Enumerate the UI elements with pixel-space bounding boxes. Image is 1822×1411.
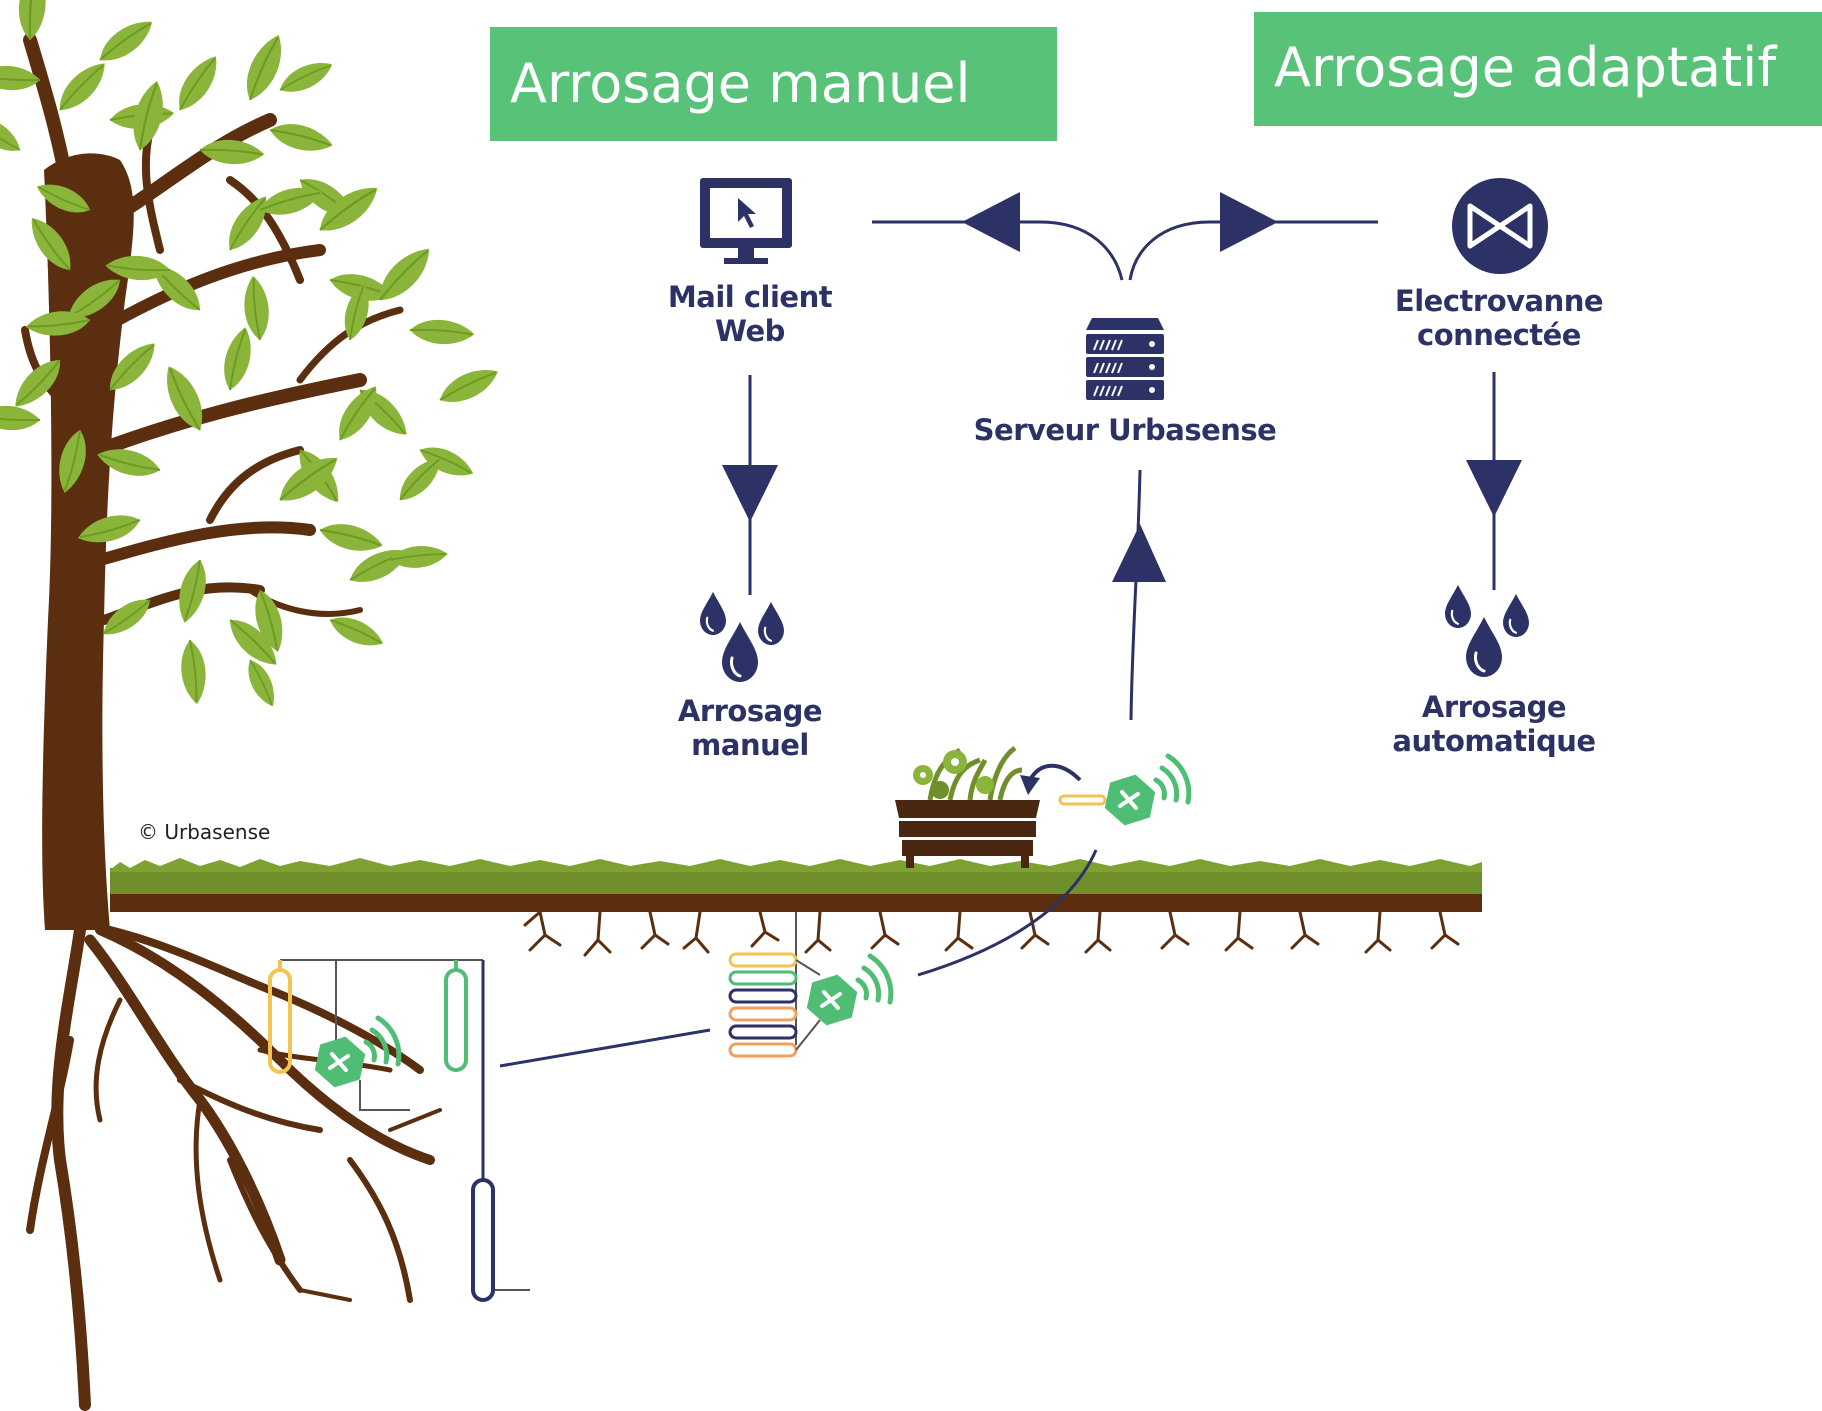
label-mail-client-line1: Mail client [667, 280, 833, 314]
label-auto-watering-line1: Arrosage [1421, 690, 1567, 724]
ground [110, 858, 1482, 912]
arrowhead-left [962, 192, 1020, 252]
label-valve-line1: Electrovanne [1394, 284, 1604, 318]
label-mail-client: Mail client Web [640, 280, 860, 348]
label-mail-client-line2: Web [715, 314, 785, 348]
banner-arrosage-adaptatif: Arrosage adaptatif [1254, 12, 1822, 126]
planter-icon [895, 745, 1082, 868]
label-auto-watering-line2: automatique [1392, 724, 1596, 758]
label-manual-watering-line1: Arrosage [677, 694, 823, 728]
server-icon [1086, 318, 1164, 400]
copyright-notice: © Urbasense [138, 820, 271, 844]
label-manual-watering-line2: manuel [691, 728, 809, 762]
label-valve: Electrovanne connectée [1374, 284, 1624, 352]
tree-roots [26, 924, 442, 1411]
wireless-sensor-icon-planter [1058, 756, 1189, 830]
wireless-sensor-icon-ground [804, 956, 891, 1030]
arrowhead-down-right [1466, 460, 1522, 517]
water-drops-icon-auto [1443, 583, 1531, 679]
valve-icon [1452, 178, 1548, 274]
arrowhead-up-center [1112, 524, 1166, 582]
arrow-heads [722, 192, 1522, 582]
label-manual-watering: Arrosage manuel [640, 694, 860, 762]
label-server-text: Serveur Urbasense [973, 413, 1277, 447]
soil-probe-stack-icon [728, 912, 821, 1058]
arrowhead-right [1220, 192, 1278, 252]
label-server: Serveur Urbasense [950, 413, 1300, 447]
water-drops-icon-manual [698, 590, 786, 684]
label-valve-line2: connectée [1417, 318, 1581, 352]
label-auto-watering: Arrosage automatique [1374, 690, 1614, 758]
monitor-cursor-icon [700, 178, 792, 264]
arrowhead-down-left [722, 465, 778, 522]
banner-arrosage-manuel: Arrosage manuel [490, 27, 1057, 141]
tree-icon [0, 0, 503, 930]
grass-roots [523, 910, 1460, 957]
